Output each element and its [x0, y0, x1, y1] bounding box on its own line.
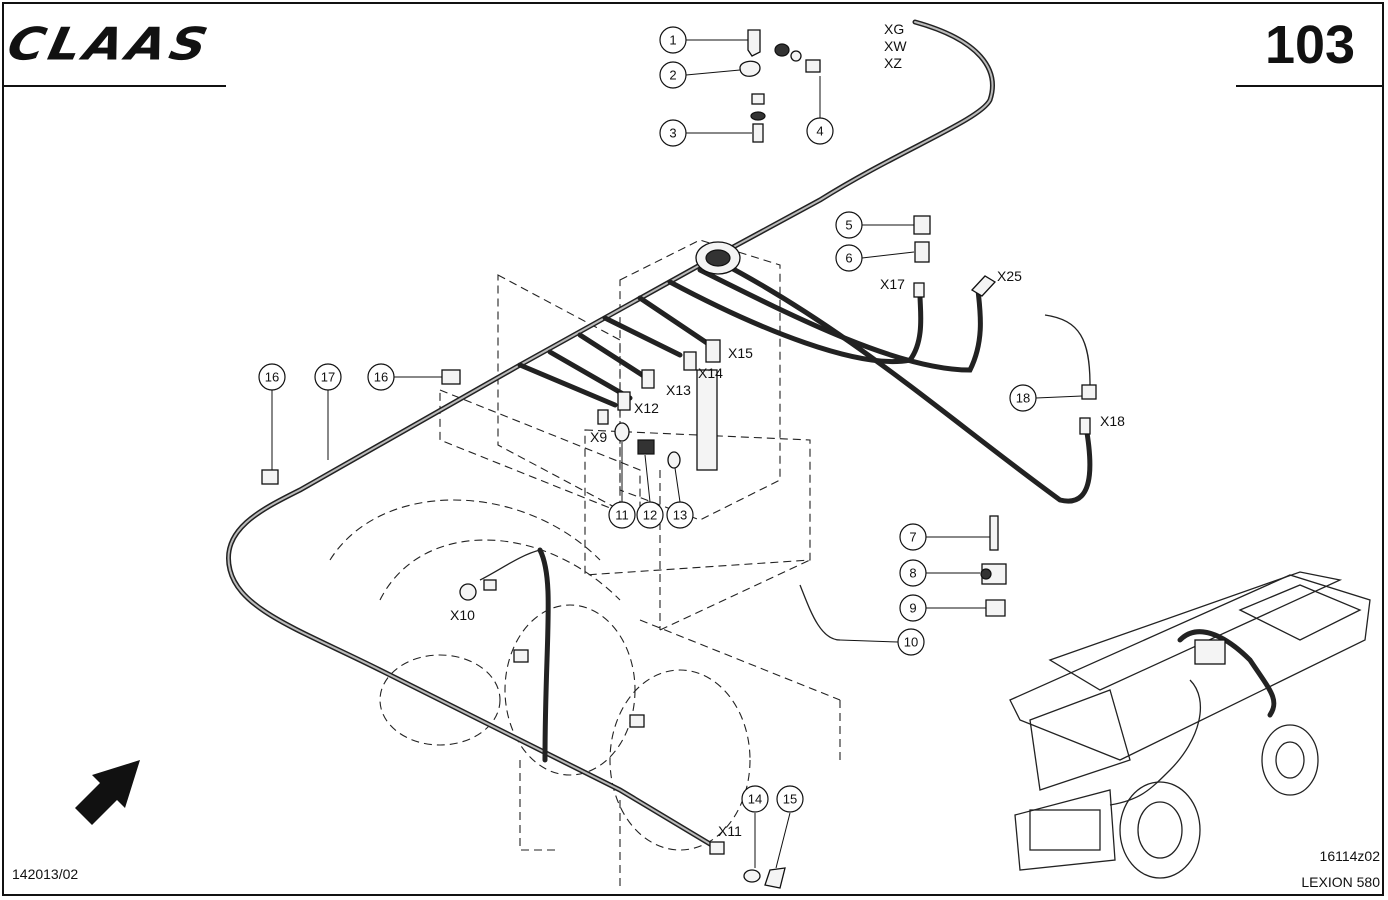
label-xw: XW: [884, 38, 907, 54]
label-x18: X18: [1100, 413, 1125, 429]
svg-text:18: 18: [1016, 391, 1030, 406]
callout-9: 9: [899, 594, 927, 622]
label-x11: X11: [718, 823, 742, 839]
callout-8: 8: [899, 559, 927, 587]
callout-16-right: 16: [367, 363, 395, 391]
callout-16-left: 16: [258, 363, 286, 391]
label-x25: X25: [997, 268, 1022, 284]
reference-code: 16114z02: [1319, 848, 1380, 864]
callout-15: 15: [776, 785, 804, 813]
callout-5: 5: [835, 211, 863, 239]
svg-text:16: 16: [374, 370, 388, 385]
callout-11: 11: [608, 501, 636, 529]
label-x17: X17: [880, 276, 905, 292]
header-rule-right: [1236, 85, 1384, 87]
callout-1: 1: [659, 26, 687, 54]
callout-14: 14: [741, 785, 769, 813]
callout-10: 10: [897, 628, 925, 656]
callout-13: 13: [666, 501, 694, 529]
svg-text:6: 6: [845, 251, 852, 266]
connector-plugs: [261, 275, 1097, 889]
hardware-parts: [739, 29, 1007, 641]
label-x9: X9: [590, 429, 607, 445]
page-number: 103: [1264, 15, 1356, 75]
svg-text:9: 9: [909, 601, 916, 616]
label-x13: X13: [666, 382, 691, 398]
callout-7: 7: [899, 523, 927, 551]
svg-text:10: 10: [904, 635, 918, 650]
callout-17: 17: [314, 363, 342, 391]
svg-text:4: 4: [816, 124, 823, 139]
combine-harvester-illustration: [1009, 571, 1371, 879]
svg-text:8: 8: [909, 566, 916, 581]
leader-lines: [271, 39, 1083, 869]
harness-grommet: [695, 241, 741, 275]
model-name: LEXION 580: [1301, 874, 1380, 890]
svg-text:7: 7: [909, 530, 916, 545]
label-xg: XG: [884, 21, 904, 37]
callout-2: 2: [659, 61, 687, 89]
svg-text:12: 12: [643, 508, 657, 523]
callout-6: 6: [835, 244, 863, 272]
svg-text:3: 3: [669, 126, 676, 141]
connector-labels: XG XW XZ X25 X17 X15 X14 X13 X12 X9 X18 …: [450, 21, 1125, 839]
svg-text:1: 1: [669, 33, 676, 48]
header-rule-left: [2, 85, 226, 87]
label-x10: X10: [450, 607, 475, 623]
direction-arrow: [75, 760, 140, 825]
callout-18: 18: [1009, 384, 1037, 412]
callouts: 1 2 3 4 5 6 7 8 9 10 11 12 13 14 15 16 1…: [258, 26, 1037, 813]
label-x12: X12: [634, 400, 659, 416]
callout-12: 12: [636, 501, 664, 529]
svg-text:11: 11: [615, 508, 629, 523]
svg-text:16: 16: [265, 370, 279, 385]
svg-text:5: 5: [845, 218, 852, 233]
svg-text:17: 17: [321, 370, 335, 385]
drawing-number: 142013/02: [12, 866, 79, 882]
svg-text:2: 2: [669, 68, 676, 83]
callout-4: 4: [806, 117, 834, 145]
svg-text:14: 14: [748, 792, 762, 807]
callout-3: 3: [659, 119, 687, 147]
main-harness: [226, 19, 1093, 853]
svg-text:13: 13: [673, 508, 687, 523]
label-xz: XZ: [884, 55, 902, 71]
label-x15: X15: [728, 345, 753, 361]
svg-text:15: 15: [783, 792, 797, 807]
label-x14: X14: [698, 365, 723, 381]
